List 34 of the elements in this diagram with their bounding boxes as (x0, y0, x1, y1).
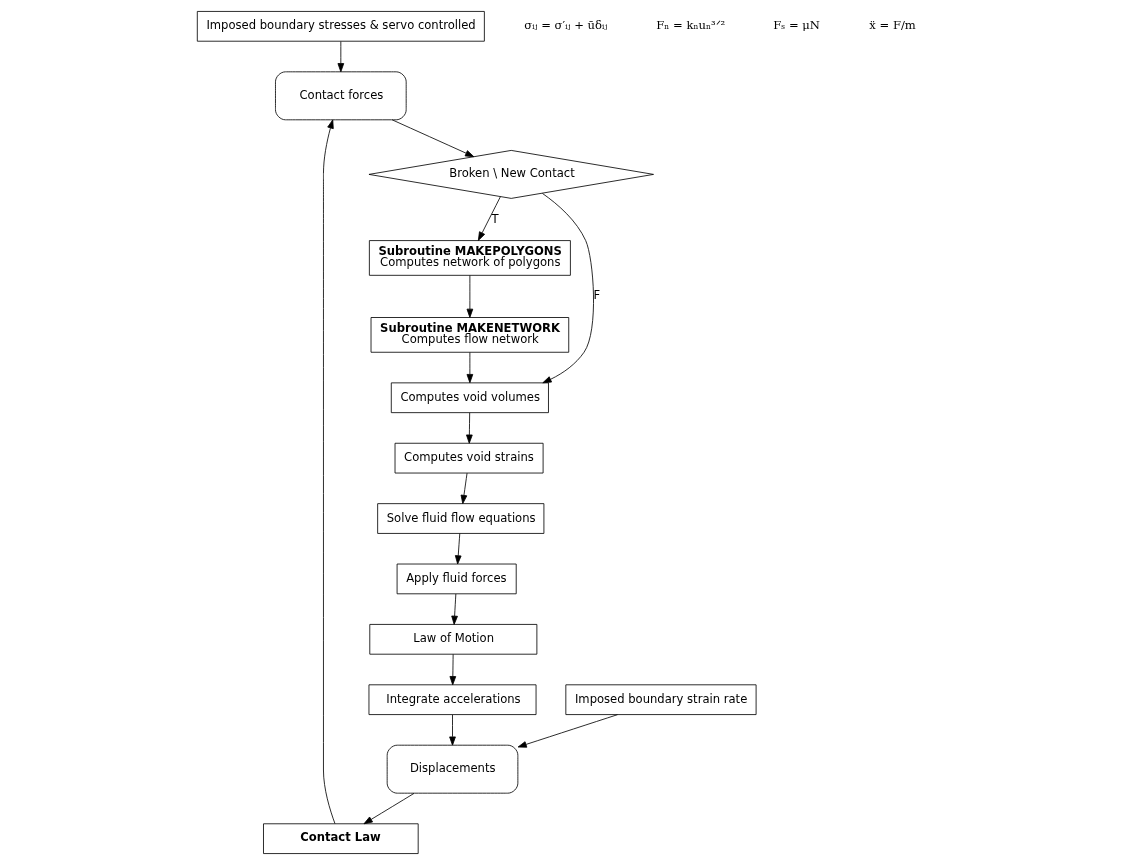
node-box: Integrate accelerations (368, 684, 536, 715)
node-box: Computes void volumes (390, 382, 549, 414)
node-box: Computes void strains (394, 442, 543, 474)
node-box: Subroutine MAKEPOLYGONS Computes network of polygons (368, 240, 571, 276)
node-box: Imposed boundary strain rate (564, 684, 757, 715)
node-box: Law of Motion (368, 624, 537, 655)
node-box: Imposed boundary stresses & servo controlled (196, 11, 485, 42)
arrow (363, 792, 414, 825)
arrow (460, 472, 467, 505)
arrow (448, 714, 456, 746)
edge-label: F (593, 288, 600, 303)
node-box: Subroutine MAKENETWORK Computes flow network (370, 317, 569, 353)
arrow (477, 196, 501, 241)
node-box: Solve fluid flow equations (376, 503, 544, 534)
arrow (337, 41, 344, 73)
arrow (465, 412, 473, 444)
node-box: Displacements (386, 744, 518, 794)
arrow (466, 352, 473, 384)
arrow (517, 714, 618, 748)
arrow (450, 593, 458, 625)
arrow (391, 119, 474, 158)
arrow (454, 533, 462, 565)
label: Fₛ = μN (772, 18, 820, 33)
node-box: Apply fluid forces (396, 563, 517, 595)
arrow (466, 275, 473, 318)
edge-label: T (491, 211, 499, 226)
node-box: Contact forces (274, 71, 407, 121)
label: Fₙ = kₙuₙ³ᐟ² (655, 18, 725, 33)
arrow (322, 119, 335, 824)
node-box: Contact Law (262, 823, 419, 854)
label: ẍ = F/m (868, 18, 916, 33)
arrow (541, 193, 594, 384)
label: σᵢⱼ = σ′ᵢⱼ + ūδᵢⱼ (523, 18, 607, 33)
arrow (449, 653, 456, 686)
